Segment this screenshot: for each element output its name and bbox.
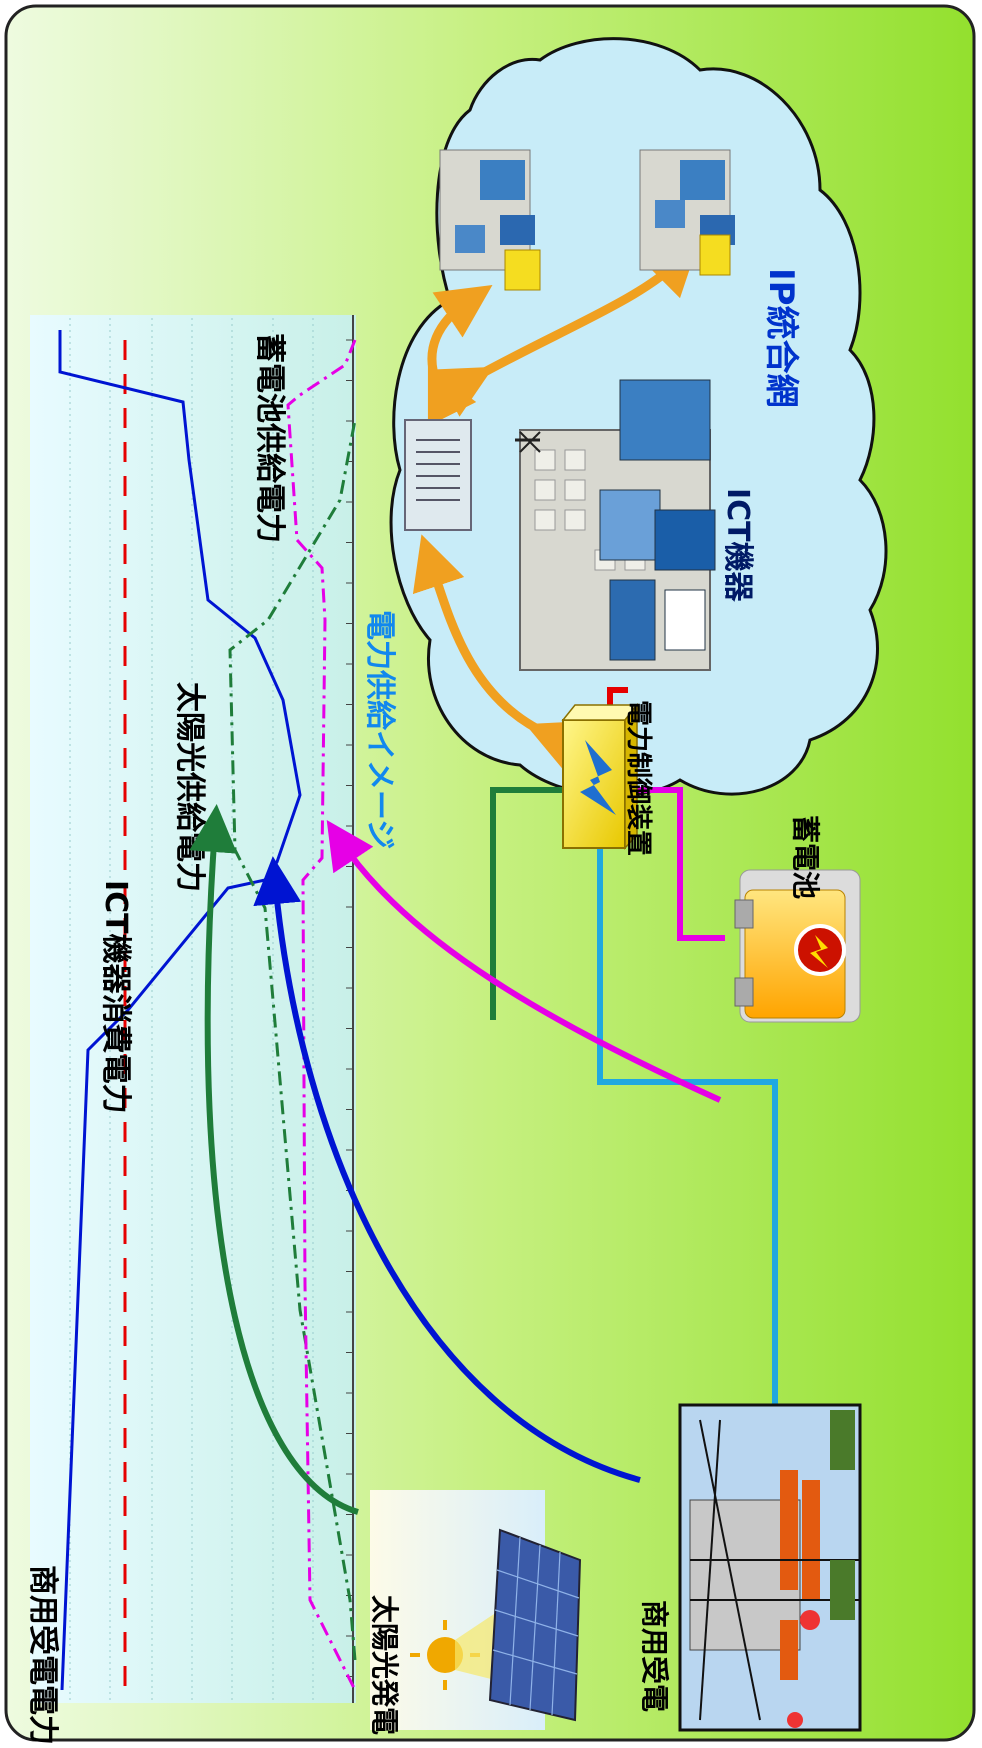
chart-background	[30, 315, 356, 1703]
battery-power-line	[615, 787, 725, 941]
commercial-receive-power-label: 商用受電電力	[25, 1565, 60, 1745]
commercial-arrow	[253, 856, 641, 1483]
power-supply-image-label: 電力供給イメージ	[362, 610, 397, 849]
battery-arrow	[326, 820, 722, 1103]
battery-supply-power-label: 蓄電池供給電力	[252, 333, 287, 543]
solar-arrow	[189, 804, 359, 1515]
power-chart	[30, 315, 357, 1703]
building-icon	[515, 379, 716, 671]
ict-equipment-label: ICT機器	[720, 488, 755, 603]
ip-arrow-router-site2	[433, 240, 700, 417]
solar-panel-icon	[370, 1490, 582, 1730]
ip-network-label: IP統合網	[761, 268, 801, 408]
solar-power-line	[490, 787, 565, 1020]
power-plant-icon	[678, 1403, 862, 1732]
ict-consumption-power-label: ICT機器消費電力	[98, 880, 133, 1114]
solar-supply-power-label: 太陽光供給電力	[172, 682, 207, 892]
commercial-power-line	[58, 330, 302, 1691]
power-controller-icon	[561, 702, 639, 850]
battery-icon	[734, 869, 861, 1023]
site-icon-2	[639, 149, 735, 276]
power-control-device-label: 電力制御装置	[623, 700, 654, 856]
solar-generation-label: 太陽光発電	[368, 1595, 401, 1735]
battery-supply-line	[286, 339, 357, 1691]
battery-label: 蓄電池	[789, 815, 822, 899]
commercial-receive-label: 商用受電	[638, 1600, 671, 1712]
router-icon	[404, 419, 472, 531]
ip-arrow-controller-router	[412, 534, 586, 771]
site-icon-1	[439, 149, 541, 291]
